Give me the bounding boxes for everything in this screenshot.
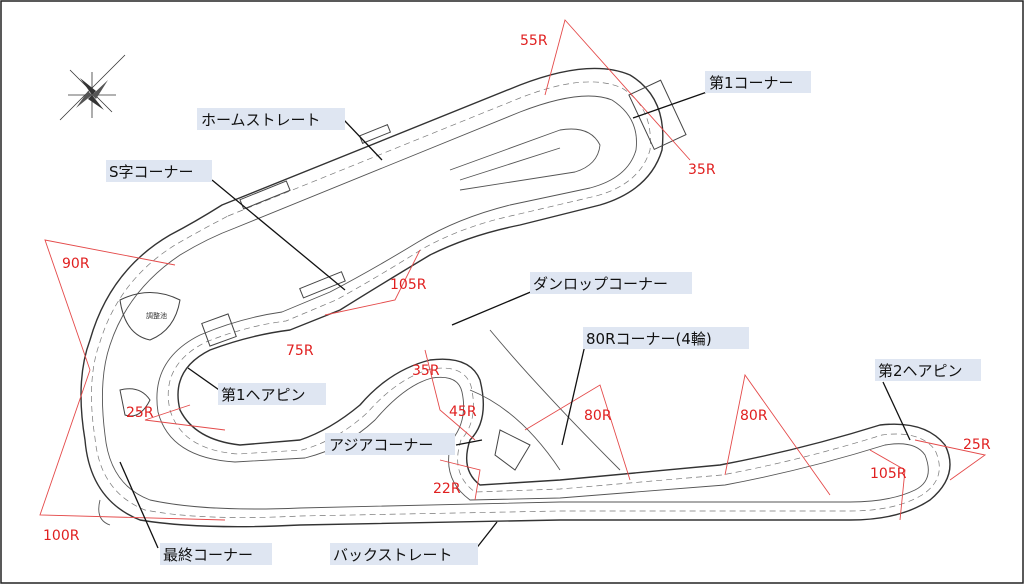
svg-text:アジアコーナー: アジアコーナー xyxy=(329,436,433,454)
facility-label: 調整池 xyxy=(146,311,167,320)
svg-text:80Rコーナー(4輪): 80Rコーナー(4輪) xyxy=(586,330,712,348)
label-back-straight: バックストレート xyxy=(330,543,478,565)
radius-labels: 55R 35R 90R 105R 75R 35R 45R 25R 22R 100… xyxy=(43,33,991,544)
label-asia-corner: アジアコーナー xyxy=(325,433,455,455)
track-layout xyxy=(80,67,951,528)
svg-text:S字コーナー: S字コーナー xyxy=(109,163,194,181)
radius-label-80r-a: 80R xyxy=(584,408,612,424)
radius-label-105r-s: 105R xyxy=(390,277,427,293)
svg-text:ダンロップコーナー: ダンロップコーナー xyxy=(533,275,668,293)
radius-label-25r-hairpin: 25R xyxy=(126,405,154,421)
buildings xyxy=(119,79,687,471)
svg-text:バックストレート: バックストレート xyxy=(333,546,453,564)
svg-text:第1ヘアピン: 第1ヘアピン xyxy=(221,386,306,404)
radius-label-22r: 22R xyxy=(433,481,461,497)
radius-label-35r-first-corner: 35R xyxy=(688,162,716,178)
svg-text:第2ヘアピン: 第2ヘアピン xyxy=(878,362,963,380)
label-s-corner: S字コーナー xyxy=(106,160,212,182)
radius-label-105r-hairpin: 105R xyxy=(870,466,907,482)
label-second-hairpin: 第2ヘアピン xyxy=(875,359,981,381)
corner-labels: 第1コーナー ホームストレート S字コーナー ダンロップコーナー 80Rコーナー… xyxy=(106,71,981,565)
label-final-corner: 最終コーナー xyxy=(160,543,272,565)
leader-lines xyxy=(119,91,911,551)
label-dunlop-corner: ダンロップコーナー xyxy=(530,272,692,294)
svg-text:第1コーナー: 第1コーナー xyxy=(709,74,794,92)
compass-rose-icon xyxy=(59,54,126,121)
radius-guides xyxy=(39,19,987,521)
svg-text:最終コーナー: 最終コーナー xyxy=(163,546,253,564)
radius-label-80r-b: 80R xyxy=(740,408,768,424)
radius-label-90r: 90R xyxy=(62,256,90,272)
label-80r-corner: 80Rコーナー(4輪) xyxy=(583,327,749,349)
label-first-hairpin: 第1ヘアピン xyxy=(218,383,326,405)
radius-label-100r: 100R xyxy=(43,528,80,544)
radius-label-45r: 45R xyxy=(449,404,477,420)
radius-label-55r: 55R xyxy=(520,33,548,49)
label-first-corner: 第1コーナー xyxy=(705,71,811,93)
label-home-straight: ホームストレート xyxy=(197,108,345,130)
radius-label-35r-dunlop: 35R xyxy=(412,363,440,379)
radius-label-25r-second: 25R xyxy=(963,437,991,453)
radius-label-75r: 75R xyxy=(286,343,314,359)
svg-text:ホームストレート: ホームストレート xyxy=(201,111,321,129)
